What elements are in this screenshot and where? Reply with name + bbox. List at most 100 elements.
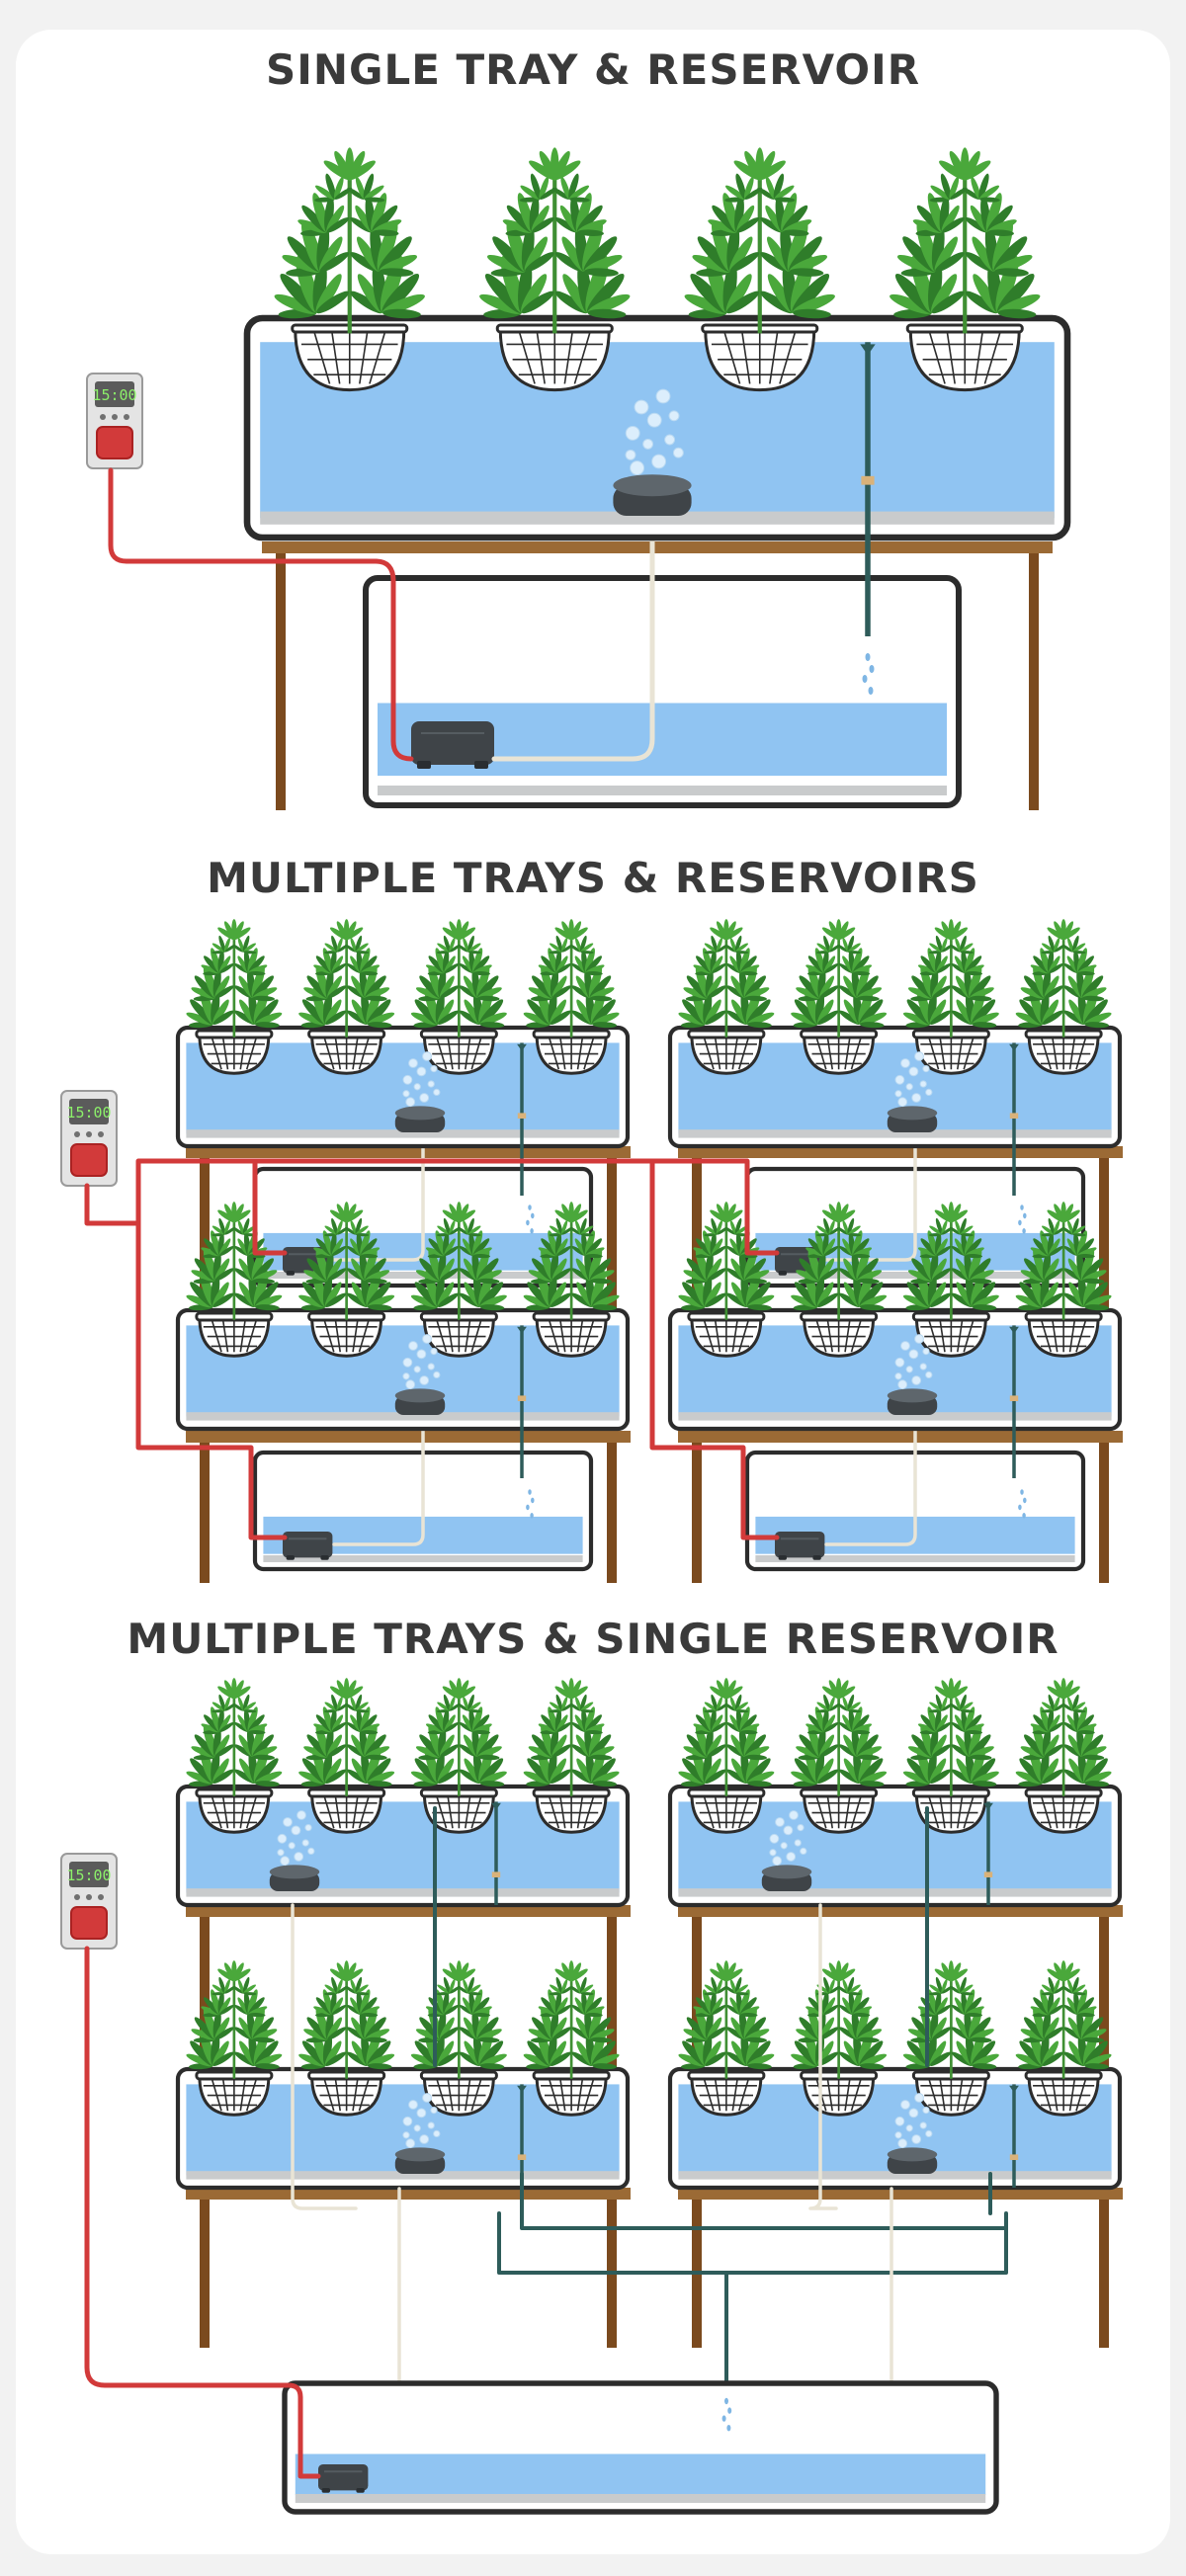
grow-tray [243,147,1071,636]
plant [902,1202,999,1320]
plant [678,1960,775,2079]
table [678,2188,1123,2348]
plant [1015,919,1112,1038]
table [262,541,1053,810]
timer-display: 15:00 [92,386,136,404]
net-pot [307,1787,386,1834]
timer-display: 15:00 [66,1104,111,1122]
air-tube [491,521,655,762]
plant [902,1678,999,1796]
plant [298,1960,395,2079]
plant [410,919,507,1038]
water-drips [1018,1205,1027,1234]
section-title-single-tray: SINGLE TRAY & RESERVOIR [265,45,921,94]
table [678,1431,1123,1581]
timer-plug: 15:00 [86,373,143,469]
grow-tray [175,1960,631,2191]
grow-tray [667,1202,1123,1478]
plant [410,1202,507,1320]
air-stone [761,1810,812,1891]
power-cord [84,1946,321,2479]
air-stone [394,2093,446,2174]
net-pot [800,1311,879,1358]
power-cord [135,1220,288,1540]
net-pot [495,323,614,392]
plant [1015,1678,1112,1796]
power-cord [649,1158,780,1540]
air-tube [824,1391,917,1546]
air-stone [887,1051,938,1132]
plant [186,1678,283,1796]
net-pot [307,1029,386,1075]
net-pot [687,1029,766,1075]
air-pump [411,721,494,769]
power-cord [108,467,414,762]
timer-plug: 15:00 [60,1090,118,1187]
net-pot [307,2070,386,2117]
plant [186,919,283,1038]
plant [410,1960,507,2079]
air-stone [613,388,692,516]
net-pot [195,2070,274,2117]
table [186,1431,631,1581]
air-stone [887,1334,938,1415]
plant [186,1960,283,2079]
net-pot [419,1787,498,1834]
air-tube [808,1903,838,2210]
water-drips [862,653,875,695]
net-pot [800,1787,879,1834]
net-pot [307,1311,386,1358]
net-pot [419,1311,498,1358]
plant [479,147,631,334]
power-cord [84,1158,288,1256]
reservoir [282,2380,999,2515]
net-pot [532,2070,611,2117]
table [186,2188,631,2348]
plant [298,1202,395,1320]
power-cord [252,1158,780,1256]
grow-tray [175,1678,631,1908]
grow-tray [175,1202,631,1478]
air-stone [394,1334,446,1415]
air-tube [824,1105,917,1262]
air-stone [887,2093,938,2174]
air-pump [775,1532,825,1560]
water-drips [721,2397,732,2432]
net-pot [911,2070,990,2117]
air-tube [332,1391,425,1546]
air-tube [291,1903,358,2210]
plant [1015,1960,1112,2079]
net-pot [687,1311,766,1358]
plant [274,147,425,334]
water-drips [526,1205,535,1234]
plant [791,919,888,1038]
net-pot [911,1029,990,1075]
plant [523,1202,620,1320]
grow-tray [175,919,631,1196]
water-drips [526,1489,535,1519]
plant [678,919,775,1038]
drain-tube [497,2211,1008,2275]
plant [890,147,1041,334]
section-title-multiple-trays-reservoirs: MULTIPLE TRAYS & RESERVOIRS [207,854,979,902]
plant [523,1960,620,2079]
water-drips [1018,1489,1027,1519]
plant [678,1678,775,1796]
plant [1015,1202,1112,1320]
water [295,2453,986,2496]
timer-display: 15:00 [66,1867,111,1884]
timer-plug: 15:00 [60,1853,118,1950]
drain-tube [520,2172,1008,2230]
air-stone [394,1051,446,1132]
plant [186,1202,283,1320]
section-title-multiple-trays-single-reservoir: MULTIPLE TRAYS & SINGLE RESERVOIR [127,1615,1059,1663]
grow-tray [667,1960,1123,2191]
air-stone [269,1810,320,1891]
plant [410,1678,507,1796]
net-pot [911,1787,990,1834]
plant [298,919,395,1038]
net-pot [532,1029,611,1075]
net-pot [905,323,1024,392]
grow-tray [667,1678,1123,1908]
